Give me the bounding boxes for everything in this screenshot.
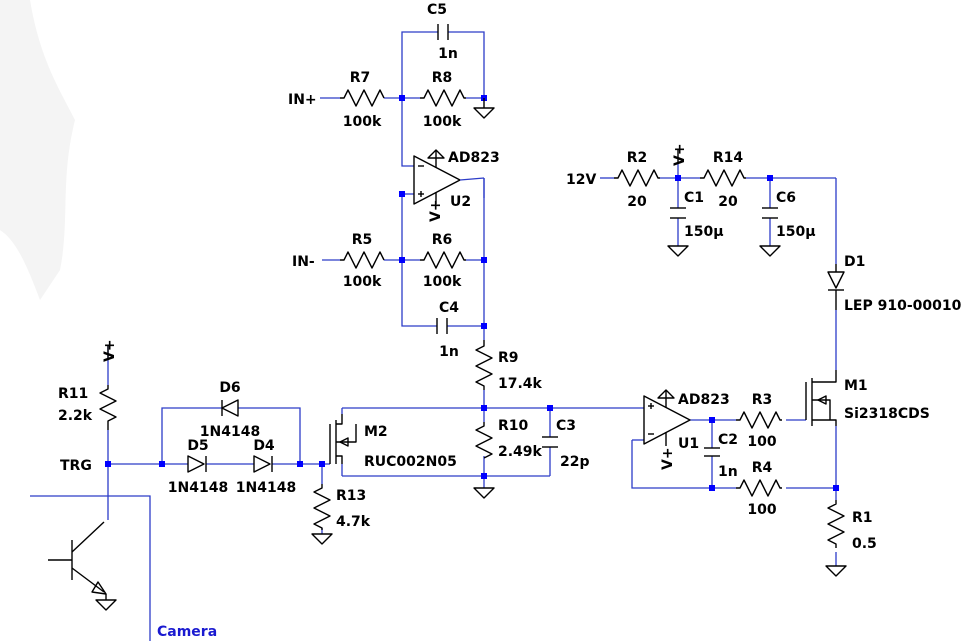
net-vplus-u1: V+: [660, 447, 676, 470]
label-c1-value: 150µ: [684, 224, 724, 240]
label-r2-value: 20: [627, 194, 647, 210]
label-r8-ref: R8: [432, 70, 453, 86]
net-vplus-supply: V+: [672, 143, 688, 166]
label-u1-part: AD823: [678, 392, 730, 408]
label-d1-part: LEP 910-00010: [844, 298, 962, 314]
label-m2-ref: M2: [364, 424, 388, 440]
capacitor-c2: [704, 447, 720, 457]
diode-d5: [187, 455, 207, 473]
net-vplus-u2: V+: [428, 199, 444, 222]
label-r4-ref: R4: [752, 460, 773, 476]
capacitor-c4: [436, 318, 448, 334]
label-r5-ref: R5: [352, 232, 373, 248]
resistor-r13: [313, 484, 331, 530]
label-r4-value: 100: [747, 502, 776, 518]
mosfet-m2: [329, 414, 357, 464]
label-r2-ref: R2: [627, 150, 648, 166]
label-c5-ref: C5: [427, 2, 447, 18]
label-r6-ref: R6: [432, 232, 453, 248]
capacitor-c6: [762, 207, 778, 219]
net-in-minus: IN-: [292, 254, 315, 270]
label-d6-part: 1N4148: [200, 424, 260, 440]
label-c6-value: 150µ: [776, 224, 816, 240]
label-m1-part: Si2318CDS: [844, 406, 930, 422]
label-u2-part: AD823: [448, 150, 500, 166]
label-m1-ref: M1: [844, 378, 868, 394]
resistor-r7: [340, 89, 385, 107]
capacitor-c3: [542, 436, 558, 448]
net-trg: TRG: [60, 458, 92, 474]
label-c5-value: 1n: [438, 46, 458, 62]
label-r6-value: 100k: [423, 274, 462, 290]
label-r7-value: 100k: [343, 114, 382, 130]
resistor-r9: [475, 340, 493, 390]
resistor-r8: [420, 89, 466, 107]
label-u2-ref: U2: [450, 194, 471, 210]
supply-arrows: [107, 150, 679, 360]
resistor-r4: [736, 479, 782, 497]
label-d5-ref: D5: [187, 438, 208, 454]
label-r1-ref: R1: [852, 510, 873, 526]
net-vplus-trg: V+: [102, 339, 118, 362]
diode-d6: [221, 399, 239, 417]
label-r13-value: 4.7k: [336, 514, 371, 530]
resistor-r14: [700, 169, 746, 187]
label-r11-value: 2.2k: [58, 408, 93, 424]
opamp-u2: [413, 149, 485, 205]
label-r9-value: 17.4k: [498, 376, 543, 392]
label-d4-part: 1N4148: [236, 480, 296, 496]
label-c2-ref: C2: [718, 432, 738, 448]
resistor-r10: [475, 422, 493, 459]
label-c6-ref: C6: [776, 190, 796, 206]
label-c1-ref: C1: [684, 190, 704, 206]
net-12v: 12V: [566, 172, 596, 188]
resistor-r5: [340, 251, 385, 269]
label-u1-ref: U1: [678, 436, 699, 452]
label-c3-ref: C3: [556, 418, 576, 434]
label-r14-ref: R14: [713, 150, 744, 166]
resistor-r6: [420, 251, 466, 269]
label-r8-value: 100k: [423, 114, 462, 130]
label-r10-ref: R10: [498, 418, 529, 434]
label-r9-ref: R9: [498, 350, 519, 366]
label-c3-value: 22p: [560, 454, 590, 470]
label-c4-value: 1n: [439, 344, 459, 360]
label-m2-part: RUC002N05: [364, 454, 457, 470]
wires: [30, 31, 837, 641]
capacitor-c5: [437, 24, 449, 40]
label-r3-value: 100: [747, 434, 776, 450]
labels: C5 1n R7 100k R8 100k IN+ AD823 U2 V+ R5…: [58, 2, 962, 640]
label-r7-ref: R7: [350, 70, 371, 86]
label-d5-part: 1N4148: [168, 480, 228, 496]
label-r1-value: 0.5: [852, 536, 877, 552]
label-r14-value: 20: [718, 194, 738, 210]
resistor-r11: [99, 385, 117, 430]
resistor-r2: [614, 169, 660, 187]
label-d1-ref: D1: [844, 254, 865, 270]
label-r5-value: 100k: [343, 274, 382, 290]
ground-symbols: [95, 98, 847, 611]
diode-d4: [253, 455, 273, 473]
mosfet-m1: [805, 370, 837, 426]
net-camera: Camera: [157, 624, 217, 640]
label-d6-ref: D6: [219, 380, 240, 396]
label-r3-ref: R3: [752, 392, 773, 408]
label-c4-ref: C4: [439, 300, 459, 316]
label-r10-value: 2.49k: [498, 444, 543, 460]
diode-d1: [827, 264, 845, 310]
label-r11-ref: R11: [58, 386, 88, 402]
opamp-u1: [643, 389, 691, 446]
label-c2-value: 1n: [718, 464, 738, 480]
net-in-plus: IN+: [288, 92, 317, 108]
npn-transistor: [48, 521, 107, 595]
capacitor-c1: [670, 207, 686, 219]
resistor-r3: [736, 411, 782, 429]
resistor-r1: [827, 500, 845, 548]
label-r13-ref: R13: [336, 488, 366, 504]
background-smudge: [0, 0, 75, 300]
label-d4-ref: D4: [253, 438, 275, 454]
